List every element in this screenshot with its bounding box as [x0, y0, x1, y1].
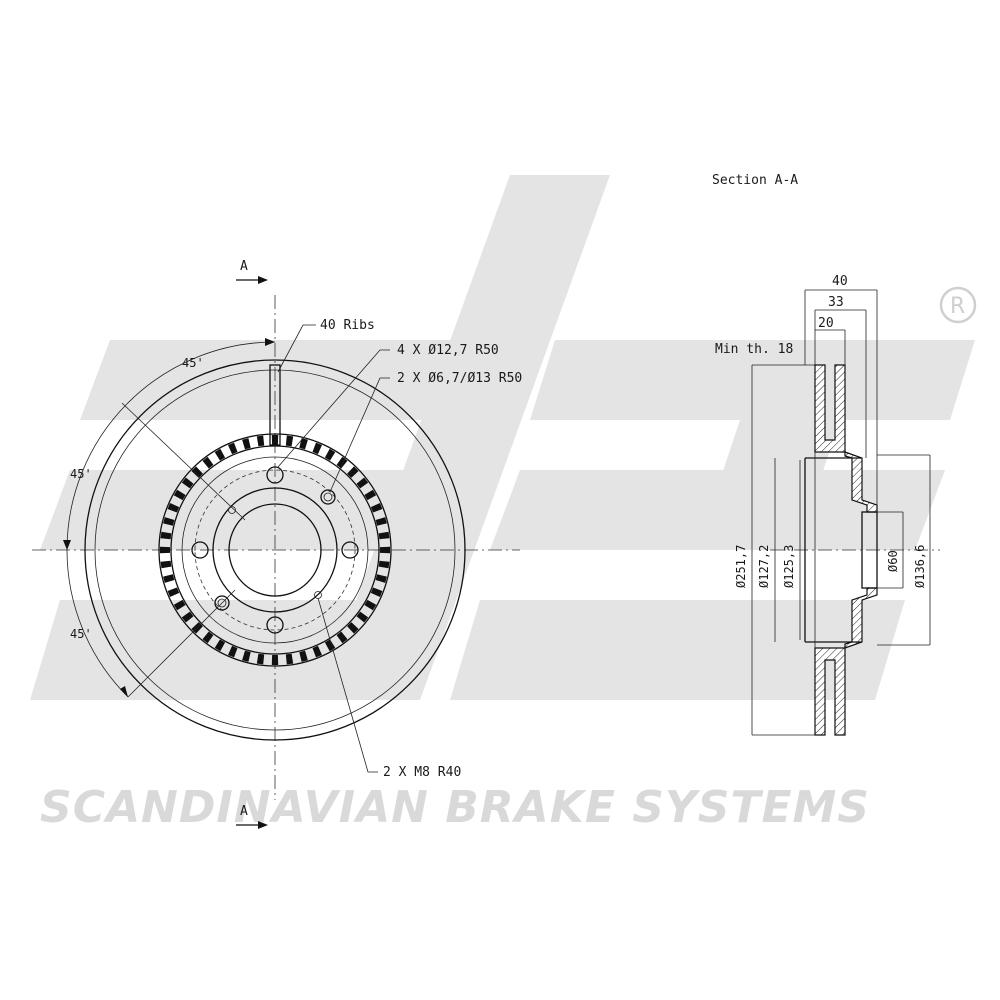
tone-ring-tooth: [214, 448, 226, 461]
tone-ring-tooth: [380, 546, 390, 554]
tone-ring-tooth: [173, 599, 186, 611]
tone-ring-tooth: [378, 560, 390, 569]
tone-ring-tooth: [160, 546, 170, 554]
tone-ring-tooth: [312, 442, 322, 455]
tone-ring-tooth: [356, 477, 369, 489]
tone-ring-tooth: [312, 645, 322, 658]
tone-ring-tooth: [160, 531, 172, 540]
tone-ring-tooth: [167, 587, 180, 597]
section-marker-bottom: A: [240, 804, 248, 819]
tone-ring-tooth: [370, 587, 383, 597]
tone-ring-tooth: [347, 466, 359, 478]
angle-top-label: 45': [182, 356, 204, 370]
tone-ring-tooth: [160, 560, 172, 569]
tone-ring-tooth: [242, 438, 251, 450]
dim-dia-60: Ø60: [886, 550, 900, 572]
angle-bottom-label: 45': [70, 627, 92, 641]
tone-ring-tooth: [271, 435, 279, 445]
dim-dia-125-3: Ø125,3: [782, 545, 796, 588]
tone-ring-tooth: [375, 574, 387, 583]
svg-text:R: R: [950, 294, 965, 319]
registered-mark-icon: R: [939, 286, 977, 324]
tone-ring-tooth: [336, 631, 348, 644]
tone-ring-tooth: [163, 517, 175, 526]
tone-ring-tooth: [202, 456, 214, 469]
brand-tagline: SCANDINAVIAN BRAKE SYSTEMS: [40, 782, 870, 833]
dim-dia-136-6: Ø136,6: [913, 545, 927, 588]
min-thickness-label: Min th. 18: [715, 342, 793, 357]
tone-ring-tooth: [242, 650, 251, 662]
pin-hole: [214, 595, 230, 611]
tone-ring-tooth: [167, 503, 180, 513]
tone-ring-tooth: [347, 622, 359, 634]
section-title: Section A-A: [712, 173, 798, 188]
angle-mid-label: 45': [70, 467, 92, 481]
ribs-callout: 40 Ribs: [320, 318, 375, 333]
tone-ring-tooth: [370, 503, 383, 513]
dim-dia-251-7: Ø251,7: [734, 545, 748, 588]
tone-ring-tooth: [324, 448, 336, 461]
tone-ring-tooth: [228, 645, 238, 658]
tone-ring-tooth: [285, 435, 294, 447]
tone-ring-tooth: [202, 631, 214, 644]
tone-ring-tooth: [256, 435, 265, 447]
tone-ring-tooth: [228, 442, 238, 455]
threaded-holes-callout: 2 X M8 R40: [383, 765, 461, 780]
dim-dia-127-2: Ø127,2: [757, 545, 771, 588]
tone-ring-tooth: [378, 531, 390, 540]
section-view: Section A-A Min th. 18 40 33 20: [712, 173, 940, 736]
tone-ring-tooth: [271, 655, 279, 665]
tone-ring-tooth: [173, 489, 186, 501]
bolt-hole: [266, 466, 284, 484]
tone-ring-tooth: [364, 599, 377, 611]
section-marker-top: A: [240, 259, 248, 274]
tone-ring-tooth: [181, 477, 194, 489]
dim-top-20: 20: [818, 316, 834, 331]
tone-ring-tooth: [356, 611, 369, 623]
threaded-hole: [228, 506, 236, 514]
abs-tone-ring: [160, 435, 390, 665]
pin-holes-callout: 2 X Ø6,7/Ø13 R50: [397, 371, 522, 386]
sbs-logo-watermark-icon: [30, 175, 975, 700]
tone-ring-tooth: [299, 650, 308, 662]
tone-ring-tooth: [214, 639, 226, 652]
tone-ring-tooth: [364, 489, 377, 501]
dim-top-33: 33: [828, 295, 844, 310]
tone-ring-tooth: [181, 611, 194, 623]
bolt-hole: [191, 541, 209, 559]
tone-ring-tooth: [285, 653, 294, 665]
bolt-holes-callout: 4 X Ø12,7 R50: [397, 343, 499, 358]
tone-ring-tooth: [336, 456, 348, 469]
tone-ring-tooth: [299, 438, 308, 450]
tone-ring-tooth: [163, 574, 175, 583]
tone-ring-tooth: [375, 517, 387, 526]
tone-ring-tooth: [256, 653, 265, 665]
front-view: 45' 45' 45' A A 40 Ribs 4 X Ø12,7 R50 2 …: [32, 259, 522, 829]
dim-top-40: 40: [832, 274, 848, 289]
bolt-hole: [341, 541, 359, 559]
tone-ring-tooth: [191, 466, 203, 478]
pin-hole: [320, 489, 336, 505]
bolt-hole: [266, 616, 284, 634]
